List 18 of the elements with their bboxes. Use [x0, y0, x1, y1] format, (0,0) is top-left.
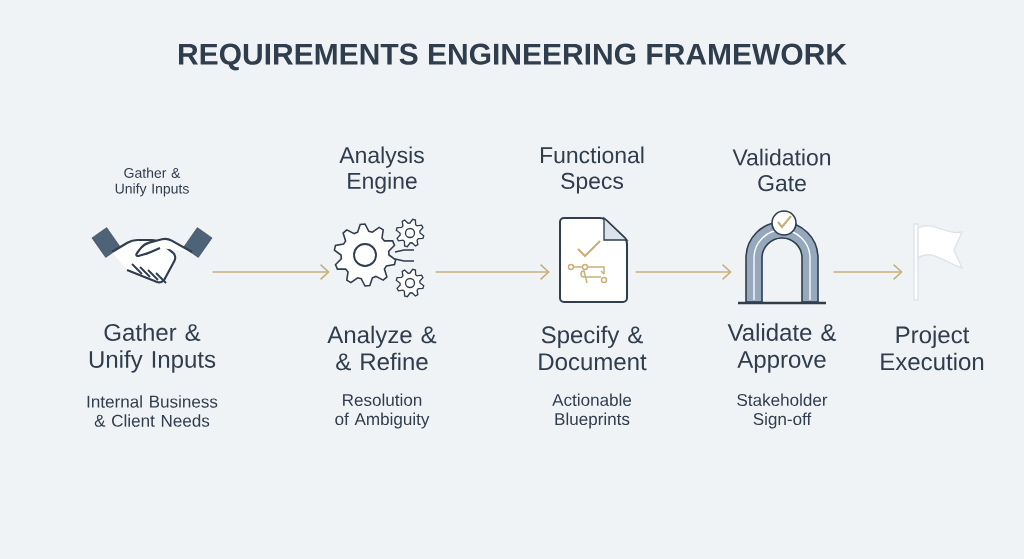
step-description: Stakeholder Sign-off [737, 393, 828, 429]
arrow [634, 263, 732, 281]
arrow [211, 263, 330, 281]
step-description: Resolution of Ambiguity [335, 393, 430, 429]
step-title: Validate & Approve [727, 323, 837, 373]
step-title: Gather & Unify Inputs [89, 323, 216, 373]
step-heading: Gather & Unify Inputs [115, 167, 189, 197]
step-title: Analyze & & Refine [327, 325, 437, 371]
step-heading: Analysis Engine [339, 146, 424, 194]
arrow [832, 263, 903, 281]
step-title: Specify & Document [539, 325, 647, 371]
title: REQUIREMENTS ENGINEERING FRAMEWORK [179, 43, 847, 71]
step-description: Actionable Blueprints [552, 393, 632, 429]
arrow [434, 263, 550, 281]
step-description: Internal Business & Client Needs [87, 395, 218, 427]
step-heading: Functional Specs [541, 146, 644, 194]
step-title: Project Execution [881, 325, 984, 371]
step-heading: Validation Gate [732, 148, 830, 192]
